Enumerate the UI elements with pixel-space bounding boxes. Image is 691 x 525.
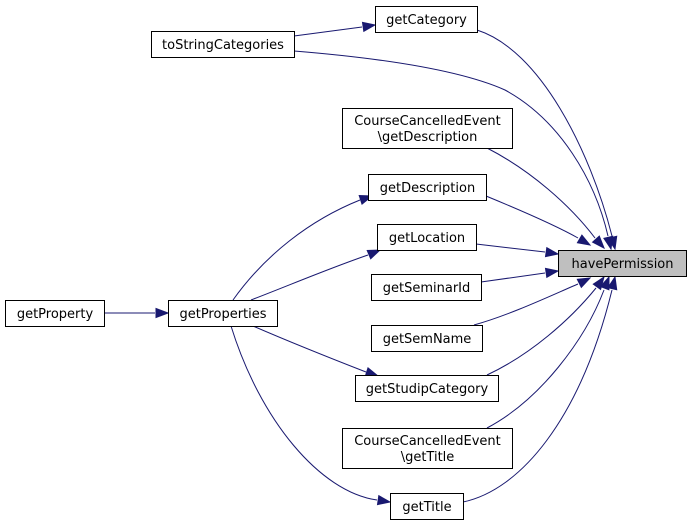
nodes-layer: havePermission getCategory toStringCategor…	[5, 6, 687, 520]
node-label: getSeminarId	[383, 281, 471, 296]
node-label: CourseCancelledEvent	[354, 114, 501, 129]
arrowhead-icon	[155, 307, 170, 319]
node-label: getTitle	[402, 500, 451, 515]
edge-line	[462, 289, 613, 503]
node-box[interactable]	[151, 31, 295, 58]
node-getSeminarId[interactable]: getSeminarId	[371, 274, 482, 301]
node-getCategory[interactable]: getCategory	[375, 6, 478, 33]
arrowhead-icon	[599, 275, 610, 291]
edges-layer	[104, 21, 618, 506]
node-label: \getDescription	[378, 130, 478, 145]
edge-line	[250, 254, 369, 301]
edge-line	[485, 195, 579, 239]
node-box[interactable]	[342, 428, 513, 469]
node-getDescription[interactable]: getDescription	[368, 174, 487, 201]
edge-getSeminarId-to-havePermission	[480, 267, 560, 283]
node-box[interactable]	[371, 325, 483, 352]
edge-getTitle-to-havePermission	[462, 275, 618, 503]
edge-line	[476, 29, 613, 237]
node-box[interactable]	[377, 224, 477, 251]
arrowhead-icon	[607, 275, 618, 291]
node-label: toStringCategories	[162, 38, 284, 53]
node-label: getProperties	[179, 307, 266, 322]
edge-cce_getDescription-to-havePermission	[486, 147, 605, 250]
node-box[interactable]	[355, 375, 499, 402]
edge-getProperties-to-getDescription	[232, 194, 374, 301]
edge-line	[486, 147, 596, 239]
edge-getLocation-to-havePermission	[475, 243, 560, 258]
node-getSemName[interactable]: getSemName	[371, 325, 483, 352]
node-box[interactable]	[168, 300, 278, 327]
arrowhead-icon	[366, 249, 382, 260]
node-getStudipCategory[interactable]: getStudipCategory	[355, 375, 499, 402]
node-getProperties[interactable]: getProperties	[168, 300, 278, 327]
edge-line	[252, 325, 367, 373]
node-label: havePermission	[571, 257, 673, 272]
edge-line	[230, 325, 378, 501]
edge-toStringCategories-to-getCategory	[293, 21, 377, 37]
node-cce_getDescription[interactable]: CourseCancelledEvent\getDescription	[342, 108, 513, 149]
arrowhead-icon	[603, 235, 614, 251]
edge-getProperty-to-getProperties	[104, 307, 170, 319]
node-getLocation[interactable]: getLocation	[377, 224, 477, 251]
edge-cce_getTitle-to-havePermission	[486, 275, 610, 429]
edge-line	[293, 26, 363, 37]
edge-getProperties-to-getStudipCategory	[252, 325, 380, 378]
edge-getProperties-to-getTitle	[230, 325, 392, 506]
node-label: getStudipCategory	[366, 382, 489, 397]
edge-line	[486, 287, 597, 376]
arrowhead-icon	[576, 234, 592, 246]
node-toStringCategories[interactable]: toStringCategories	[151, 31, 295, 58]
node-box[interactable]	[371, 274, 482, 301]
node-label: getSemName	[383, 332, 472, 347]
edge-line	[486, 289, 605, 429]
edge-toStringCategories-to-havePermission	[293, 50, 614, 251]
edge-line	[475, 243, 546, 253]
arrowhead-icon	[544, 267, 560, 279]
node-label: \getTitle	[401, 450, 455, 465]
edge-getProperties-to-getLocation	[250, 249, 382, 301]
arrowhead-icon	[576, 277, 592, 289]
node-box[interactable]	[5, 300, 105, 327]
edge-getDescription-to-havePermission	[485, 195, 592, 246]
node-label: getProperty	[17, 307, 94, 322]
node-box[interactable]	[390, 493, 464, 520]
node-label: getCategory	[386, 13, 467, 28]
node-havePermission[interactable]: havePermission	[558, 250, 687, 277]
node-getTitle[interactable]: getTitle	[390, 493, 464, 520]
node-getProperty[interactable]: getProperty	[5, 300, 105, 327]
edge-line	[480, 272, 546, 283]
edge-line	[293, 50, 609, 237]
focus-node-box[interactable]	[558, 250, 687, 277]
node-box[interactable]	[375, 6, 478, 33]
arrowhead-icon	[376, 494, 392, 506]
arrowhead-icon	[591, 235, 605, 250]
node-box[interactable]	[342, 108, 513, 149]
edge-getSemName-to-havePermission	[473, 277, 592, 326]
edge-line	[232, 199, 361, 301]
edge-line	[473, 283, 579, 326]
node-label: getLocation	[389, 231, 465, 246]
node-cce_getTitle[interactable]: CourseCancelledEvent\getTitle	[342, 428, 513, 469]
node-box[interactable]	[368, 174, 487, 201]
arrowhead-icon	[544, 246, 560, 258]
node-label: getDescription	[380, 181, 475, 196]
node-label: CourseCancelledEvent	[354, 434, 501, 449]
arrowhead-icon	[361, 21, 377, 33]
